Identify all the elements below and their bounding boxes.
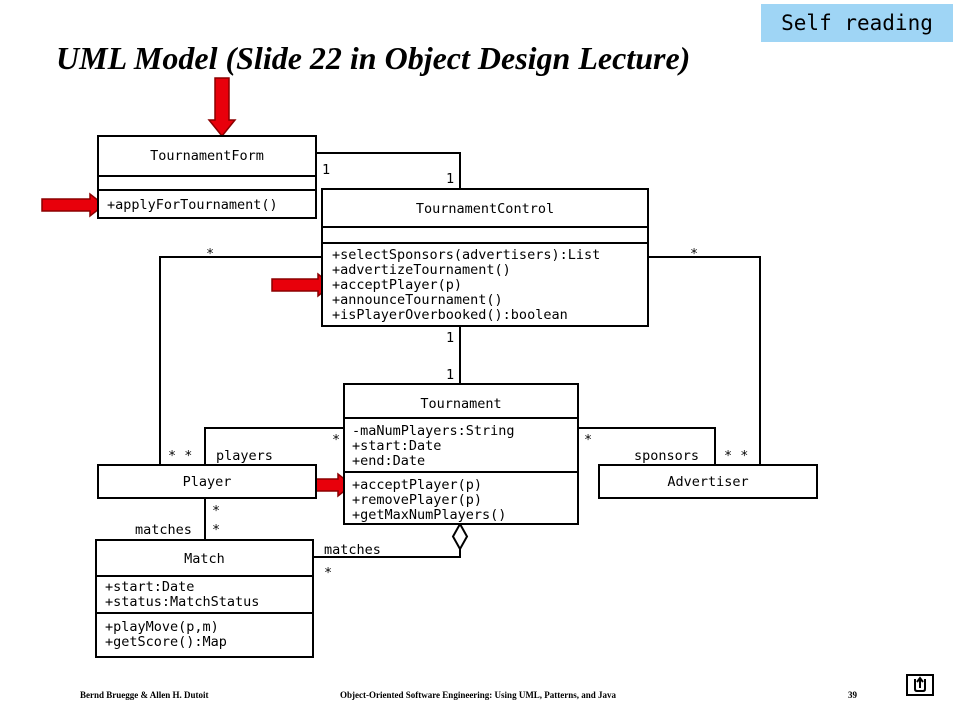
operation: +isPlayerOverbooked():boolean — [332, 307, 568, 323]
compartment-divider — [99, 175, 315, 177]
operation: +getMaxNumPlayers() — [352, 507, 507, 523]
class-name: TournamentControl — [415, 201, 555, 217]
compartment-divider — [97, 612, 312, 614]
class-tournament: Tournament -maNumPlayers:String +start:D… — [343, 383, 579, 525]
return-button[interactable] — [906, 674, 934, 696]
footer-page-number: 39 — [848, 690, 857, 700]
role-matches-player: matches — [135, 522, 192, 538]
assoc-control-advertiser — [648, 256, 761, 465]
multiplicity-tournament-match: * — [324, 565, 333, 581]
class-tournament-control: TournamentControl +selectSponsors(advert… — [321, 188, 649, 327]
assoc-control-player — [159, 256, 322, 465]
operation-list: +playMove(p,m) +getScore():Map — [105, 620, 227, 650]
multiplicity-form-end: 1 — [322, 162, 331, 178]
attribute: +status:MatchStatus — [105, 594, 260, 610]
operation: +announceTournament() — [332, 292, 503, 308]
assoc-tournament-matches — [313, 549, 461, 558]
operation: +getScore():Map — [105, 634, 227, 650]
operation-list: +applyForTournament() — [107, 198, 278, 213]
assoc-tournament-players — [204, 427, 345, 465]
operation-list: +acceptPlayer(p) +removePlayer(p) +getMa… — [352, 478, 506, 523]
class-name: TournamentForm — [150, 148, 264, 164]
slide-title: UML Model (Slide 22 in Object Design Lec… — [56, 40, 691, 76]
operation: +applyForTournament() — [107, 197, 278, 213]
arrow-tournament-form — [207, 77, 237, 138]
multiplicity-control-tournament-top: 1 — [446, 330, 455, 346]
operation: +selectSponsors(advertisers):List — [332, 247, 601, 263]
operation: +playMove(p,m) — [105, 619, 219, 635]
multiplicity-control-end: 1 — [446, 171, 455, 187]
multiplicity-tournament-sponsors-end: * — [584, 432, 593, 448]
compartment-divider — [345, 417, 577, 419]
footer-book-title: Object-Oriented Software Engineering: Us… — [340, 690, 617, 700]
multiplicity-player-match-top: * — [212, 503, 221, 519]
compartment-divider — [323, 226, 647, 228]
class-match: Match +start:Date +status:MatchStatus +p… — [95, 539, 314, 658]
multiplicity-control-to-player: * — [206, 246, 215, 262]
compartment-divider — [323, 242, 647, 244]
assoc-tournament-sponsors — [578, 427, 716, 465]
operation: +acceptPlayer(p) — [352, 477, 483, 493]
role-players: players — [216, 448, 273, 464]
compartment-divider — [97, 575, 312, 577]
class-tournament-form: TournamentForm +applyForTournament() — [97, 135, 317, 219]
multiplicity-tournament-players-end: * — [332, 432, 341, 448]
assoc-form-control — [316, 152, 461, 190]
arrow-apply-for-tournament — [41, 192, 106, 218]
compartment-divider — [99, 189, 315, 191]
compartment-divider — [345, 471, 577, 473]
operation: +removePlayer(p) — [352, 492, 483, 508]
return-icon — [914, 676, 926, 692]
operation: +acceptPlayer(p) — [332, 277, 463, 293]
footer-authors: Bernd Bruegge & Allen H. Dutoit — [80, 690, 209, 700]
class-name: Tournament — [420, 396, 502, 412]
class-name: Advertiser — [667, 474, 749, 490]
class-player: Player — [97, 464, 317, 499]
role-sponsors: sponsors — [634, 448, 700, 464]
attribute-list: -maNumPlayers:String +start:Date +end:Da… — [352, 424, 515, 469]
class-name: Match — [184, 551, 225, 567]
attribute: -maNumPlayers:String — [352, 423, 515, 439]
attribute-list: +start:Date +status:MatchStatus — [105, 580, 259, 610]
multiplicity-control-tournament-bottom: 1 — [446, 367, 455, 383]
attribute: +start:Date — [105, 579, 195, 595]
multiplicity-control-to-advertiser: * — [690, 246, 699, 262]
operation-list: +selectSponsors(advertisers):List +adver… — [332, 248, 600, 323]
aggregation-diamond — [451, 521, 469, 552]
self-reading-badge: Self reading — [761, 4, 953, 42]
attribute: +end:Date — [352, 453, 426, 469]
class-name: Player — [182, 474, 232, 490]
multiplicity-advertiser-side: * * — [724, 448, 749, 464]
multiplicity-player-match-bottom: * — [212, 522, 221, 538]
multiplicity-player-side: * * — [168, 448, 193, 464]
role-matches-tournament: matches — [324, 542, 381, 558]
attribute: +start:Date — [352, 438, 442, 454]
operation: +advertizeTournament() — [332, 262, 511, 278]
class-advertiser: Advertiser — [598, 464, 818, 499]
